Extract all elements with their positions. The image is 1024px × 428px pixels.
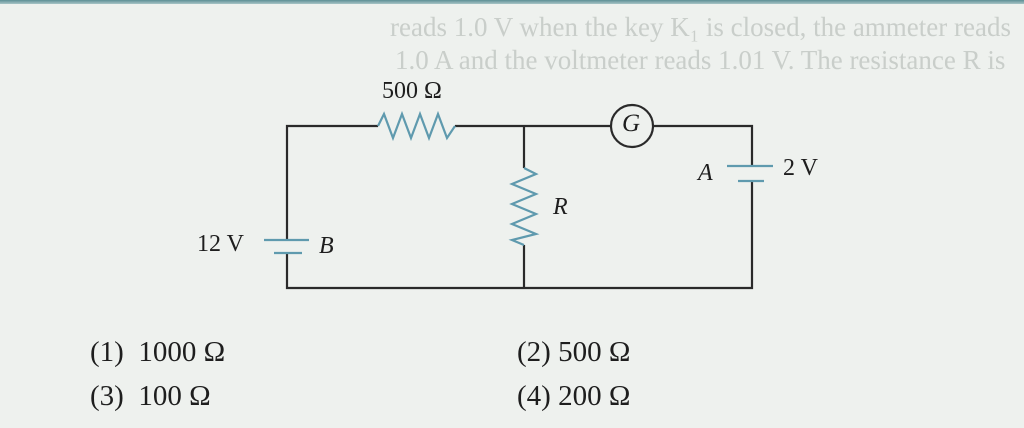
option-number: (2) bbox=[517, 336, 551, 368]
option-1[interactable]: (1) 1000 Ω bbox=[90, 336, 225, 369]
galvanometer-label: G bbox=[622, 110, 641, 137]
bleed-through-text-line-1: reads 1.0 V when the key K₁ is closed, t… bbox=[390, 12, 1011, 42]
page-edge-band bbox=[0, 0, 1024, 4]
middle-resistor-label: R bbox=[553, 194, 568, 220]
resistor-r-icon bbox=[508, 167, 540, 247]
battery-b-label: B bbox=[319, 233, 334, 259]
option-3[interactable]: (3) 100 Ω bbox=[90, 380, 211, 413]
option-2[interactable]: (2) 500 Ω bbox=[517, 336, 630, 369]
wire-top-left bbox=[285, 124, 378, 240]
wire-right-lower bbox=[285, 181, 754, 290]
option-value: 500 Ω bbox=[558, 336, 631, 368]
battery-b-voltage: 12 V bbox=[197, 231, 244, 257]
option-value: 100 Ω bbox=[138, 380, 211, 412]
option-value: 1000 Ω bbox=[138, 336, 226, 368]
option-number: (1) bbox=[90, 336, 124, 368]
wire-top-right bbox=[653, 124, 754, 166]
option-4[interactable]: (4) 200 Ω bbox=[517, 380, 630, 413]
resistor-500-icon bbox=[377, 110, 456, 142]
option-number: (4) bbox=[517, 380, 551, 412]
battery-a-voltage: 2 V bbox=[783, 155, 818, 181]
option-value: 200 Ω bbox=[558, 380, 631, 412]
galvanometer-icon bbox=[609, 103, 655, 149]
bleed-through-text-line-2: 1.0 A and the voltmeter reads 1.01 V. Th… bbox=[395, 45, 1006, 75]
option-number: (3) bbox=[90, 380, 124, 412]
top-resistor-label: 500 Ω bbox=[382, 78, 442, 104]
battery-a-label: A bbox=[698, 160, 713, 186]
